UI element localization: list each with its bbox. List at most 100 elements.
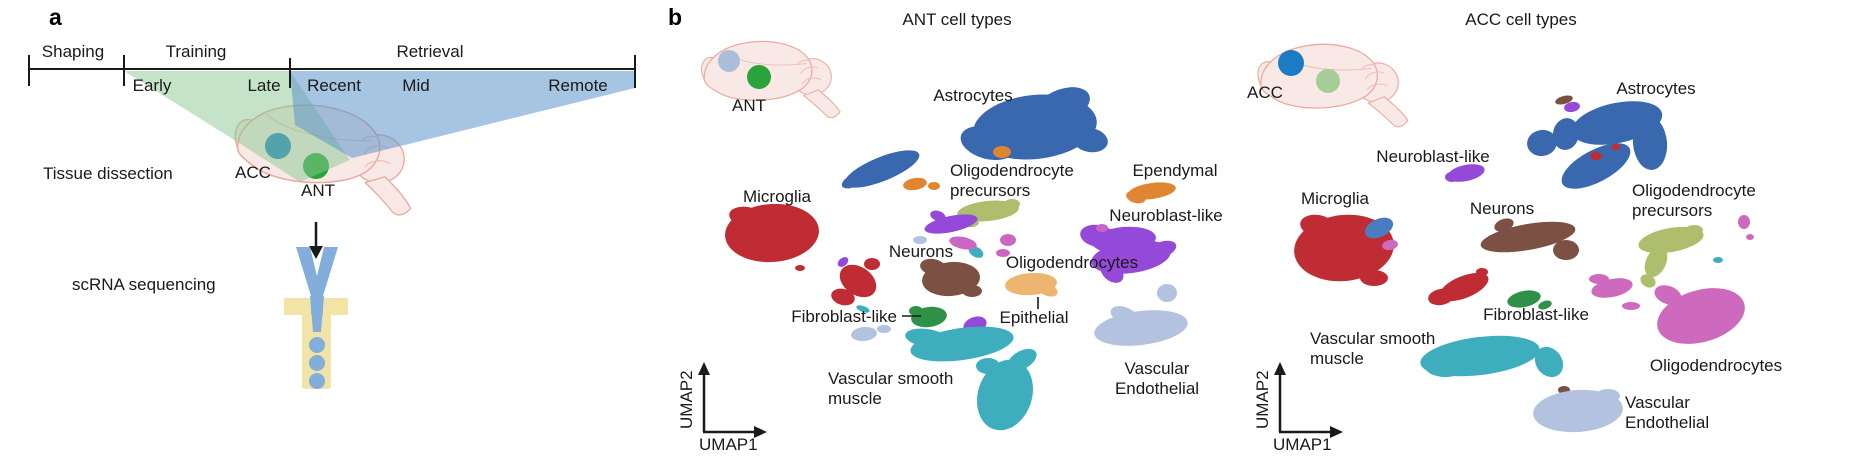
cluster-label-astrocytes: Astrocytes bbox=[933, 86, 1012, 105]
cluster-blob-neurons bbox=[1494, 218, 1514, 232]
cluster-label-neurons: Neurons bbox=[889, 242, 953, 261]
ant-inset-brain bbox=[696, 40, 841, 119]
cluster-blob-oligodendrocytes bbox=[1589, 274, 1609, 284]
timeline-phase-shaping: Shaping bbox=[42, 42, 104, 61]
cluster-blob-vascular-endothelial bbox=[1157, 284, 1177, 302]
funnel-neck bbox=[310, 296, 324, 332]
cluster-label-fibroblast-like: Fibroblast-like bbox=[1483, 305, 1589, 324]
cluster-blob-neuroblast-like bbox=[1445, 172, 1459, 182]
umap1-axis-label: UMAP1 bbox=[1273, 435, 1332, 454]
cluster-label-oligodendrocyte-precursors: precursors bbox=[1632, 201, 1712, 220]
cluster-blob-neurons bbox=[1489, 242, 1501, 250]
cluster-label-vascular-endothelial: Endothelial bbox=[1625, 413, 1709, 432]
acc-inset-brain bbox=[1252, 43, 1409, 128]
cluster-blob-oligodendrocytes bbox=[1100, 261, 1124, 283]
cluster-label-ependymal: Ependymal bbox=[1132, 161, 1217, 180]
cluster-blob-ependymal bbox=[1126, 190, 1146, 204]
cluster-blob-unlabeled-accents bbox=[1000, 234, 1016, 246]
cluster-blob-microglia bbox=[1476, 268, 1488, 276]
cell-droplet bbox=[309, 337, 325, 353]
cell-droplet bbox=[309, 355, 325, 371]
cluster-blob-ependymal bbox=[993, 146, 1011, 158]
cluster-blob-neurons bbox=[1553, 240, 1579, 260]
timeline-sub-late: Late bbox=[247, 76, 280, 95]
ant-umap-axes: UMAP2 UMAP1 bbox=[677, 362, 767, 454]
cluster-blob-vascular-smooth-muscle bbox=[856, 305, 870, 313]
cluster-blob-astrocytes bbox=[1036, 87, 1090, 123]
cluster-blob-microglia bbox=[864, 258, 880, 270]
scrna-sequencing-icon bbox=[284, 247, 348, 389]
cluster-blob-neurons bbox=[1555, 95, 1573, 105]
cluster-label-vascular-endothelial: Vascular bbox=[1125, 359, 1190, 378]
cluster-blob-vascular-smooth-muscle bbox=[977, 359, 1033, 431]
cluster-blob-microglia bbox=[1590, 152, 1602, 160]
cluster-blob-astrocytes bbox=[1527, 129, 1557, 157]
cluster-label-oligodendrocyte-precursors: Oligodendrocyte bbox=[1632, 181, 1756, 200]
cluster-blob-fibroblast-like bbox=[1507, 290, 1541, 308]
funnel-y bbox=[296, 247, 338, 316]
cluster-blob-neurons bbox=[962, 285, 982, 297]
cluster-label-oligodendrocytes: Oligodendrocytes bbox=[1650, 356, 1782, 375]
cluster-blob-vascular-smooth-muscle bbox=[1713, 257, 1723, 263]
cluster-blob-neuroblast-like bbox=[930, 210, 946, 222]
cluster-label-oligodendrocytes: Oligodendrocytes bbox=[1006, 253, 1138, 272]
faded-acc-dot bbox=[718, 50, 740, 72]
timeline-phase-retrieval: Retrieval bbox=[396, 42, 463, 61]
cluster-blob-neurons bbox=[920, 258, 946, 276]
cluster-blob-oligodendrocyte-precursors bbox=[1685, 225, 1703, 235]
cluster-blob-microglia bbox=[1611, 144, 1621, 150]
cluster-label-vascular-endothelial: Endothelial bbox=[1115, 379, 1199, 398]
cluster-blob-astrocytes bbox=[841, 173, 865, 189]
panel-a-letter: a bbox=[49, 4, 62, 30]
cluster-blob-oligodendrocytes bbox=[1746, 234, 1754, 240]
cluster-label-neuroblast-like: Neuroblast-like bbox=[1376, 147, 1489, 166]
dissection-arrow-head bbox=[309, 246, 323, 259]
umap1-arrow-head bbox=[1330, 426, 1343, 438]
cluster-blob-oligodendrocytes bbox=[1738, 215, 1750, 229]
umap2-arrow-head bbox=[1274, 362, 1286, 375]
cluster-blob-neurons bbox=[1480, 221, 1576, 253]
cluster-label-oligodendrocyte-precursors: Oligodendrocyte bbox=[950, 161, 1074, 180]
cluster-blob-oligodendrocyte-precursors bbox=[1644, 246, 1668, 278]
umap2-axis-label: UMAP2 bbox=[1253, 370, 1272, 429]
acc-umap-title: ACC cell types bbox=[1465, 10, 1576, 29]
cluster-blob-vascular-smooth-muscle bbox=[905, 328, 949, 348]
cluster-label-vascular-smooth-muscle: muscle bbox=[1310, 349, 1364, 368]
umap1-axis-label: UMAP1 bbox=[699, 435, 758, 454]
cluster-label-vascular-smooth-muscle: Vascular smooth bbox=[828, 369, 953, 388]
cluster-blob-oligodendrocyte-precursors bbox=[1638, 226, 1704, 254]
cluster-blob-epithelial bbox=[1038, 283, 1058, 297]
umap1-arrow-head bbox=[754, 426, 767, 438]
cluster-blob-vascular-smooth-muscle bbox=[1534, 346, 1564, 378]
cluster-label-neuroblast-like: Neuroblast-like bbox=[1109, 206, 1222, 225]
cluster-blob-oligodendrocyte-precursors bbox=[1004, 199, 1020, 209]
cluster-blob-neuroblast-like bbox=[924, 214, 978, 234]
cluster-blob-vascular-smooth-muscle bbox=[1007, 348, 1037, 372]
cluster-blob-unlabeled-accents bbox=[996, 249, 1010, 257]
cluster-blob-fibroblast-like bbox=[1538, 300, 1552, 310]
cluster-blob-oligodendrocytes bbox=[837, 257, 849, 267]
timeline-sub-early: Early bbox=[133, 76, 172, 95]
cluster-blob-microglia bbox=[1360, 270, 1388, 286]
cluster-label-vascular-smooth-muscle: Vascular smooth bbox=[1310, 329, 1435, 348]
cluster-label-microglia: Microglia bbox=[743, 187, 812, 206]
cluster-blob-oligodendrocytes bbox=[1145, 240, 1177, 260]
cluster-label-vascular-endothelial: Vascular bbox=[1625, 393, 1690, 412]
retrieval-funnel bbox=[290, 71, 635, 158]
panel-a-graphics bbox=[28, 55, 636, 389]
cell-droplet bbox=[309, 373, 325, 389]
cluster-label-astrocytes: Astrocytes bbox=[1616, 79, 1695, 98]
cluster-blob-astrocytes bbox=[1561, 143, 1631, 189]
panel-b-letter: b bbox=[668, 4, 682, 30]
ant-highlight-dot bbox=[747, 65, 771, 89]
cluster-label-neurons: Neurons bbox=[1470, 199, 1534, 218]
acc-highlight-dot bbox=[1278, 50, 1304, 76]
cluster-label-microglia: Microglia bbox=[1301, 189, 1370, 208]
cluster-blob-vascular-endothelial bbox=[851, 326, 877, 342]
umap2-axis-label: UMAP2 bbox=[677, 370, 696, 429]
cluster-blob-ependymal bbox=[903, 177, 927, 191]
cluster-blob-oligodendrocytes bbox=[1654, 285, 1682, 305]
cluster-blob-microglia bbox=[831, 288, 855, 306]
